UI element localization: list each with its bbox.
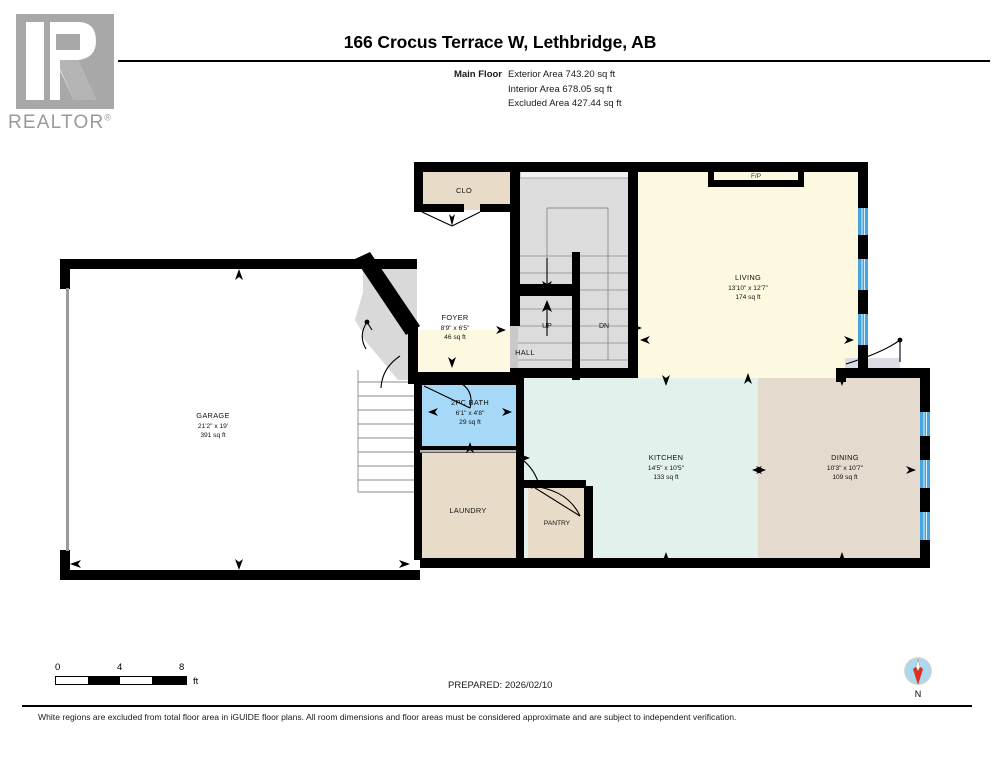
room-area-garage: 391 sq ft — [200, 432, 225, 439]
door-hinges — [364, 319, 903, 489]
room-area-dining: 109 sq ft — [832, 474, 857, 481]
room-garage — [66, 265, 417, 575]
stair-landing-left — [510, 326, 518, 372]
page-title: 166 Crocus Terrace W, Lethbridge, AB — [343, 32, 657, 52]
excluded-area: Excluded Area 427.44 sq ft — [508, 98, 622, 109]
compass-icon — [904, 657, 932, 685]
room-dim-kitchen: 14'5" x 10'5" — [648, 465, 685, 472]
footer-divider — [22, 705, 972, 707]
room-area-living: 174 sq ft — [735, 294, 760, 301]
room-area-foyer: 46 sq ft — [444, 334, 466, 341]
room-labels: GARAGE 21'2" x 19' 391 sq ft FOYER 8'9" … — [196, 173, 863, 527]
room-dim-garage: 21'2" x 19' — [198, 423, 228, 430]
room-foyer — [355, 260, 417, 380]
floor-label: Main Floor — [453, 69, 502, 80]
scale-bar-unit: ft — [193, 676, 199, 687]
room-label-kitchen: KITCHEN — [649, 453, 684, 462]
garage-stairs — [357, 370, 416, 493]
footer-disclaimer: White regions are excluded from total fl… — [38, 712, 737, 722]
floor-plan-drawing: UP DN — [0, 140, 993, 620]
stairs-up-label: UP — [542, 323, 552, 330]
realtor-r-icon — [26, 22, 96, 100]
room-pantry — [528, 484, 592, 560]
room-label-dining: DINING — [831, 453, 859, 462]
room-dim-living: 13'10" x 12'7" — [728, 285, 768, 292]
stairs-down-label: DN — [599, 323, 609, 330]
room-dim-foyer: 8'9" x 6'5" — [441, 325, 470, 332]
header-divider — [118, 60, 990, 62]
room-area-kitchen: 133 sq ft — [653, 474, 678, 481]
stairs-group: UP DN — [518, 168, 636, 380]
room-label-foyer: FOYER — [442, 313, 469, 322]
room-area-bath: 29 sq ft — [459, 419, 481, 426]
room-dining — [758, 378, 930, 560]
fireplace-label: F/P — [751, 173, 761, 180]
realtor-wordmark: REALTOR® — [8, 112, 113, 133]
room-label-bath: 2PC BATH — [451, 398, 489, 407]
room-label-pantry: PANTRY — [544, 520, 571, 527]
room-laundry — [418, 452, 522, 560]
scale-bar-graphic — [55, 676, 187, 685]
room-dim-bath: 6'1" x 4'8" — [456, 410, 485, 417]
room-label-laundry: LAUNDRY — [449, 506, 486, 515]
windows — [858, 208, 930, 540]
scale-tick-8: 8 — [179, 662, 185, 673]
dimension-markers — [70, 269, 916, 570]
prepared-date: PREPARED: 2026/02/10 — [448, 680, 553, 691]
realtor-wordmark-text: REALTOR — [8, 112, 105, 133]
room-label-living: LIVING — [735, 273, 761, 282]
exterior-area: Exterior Area 743.20 sq ft — [508, 69, 616, 80]
room-label-hall: HALL — [515, 348, 535, 357]
scale-bar: 0 4 8 ft — [55, 662, 198, 687]
compass-rose: N — [898, 655, 938, 705]
compass-north-label: N — [914, 689, 922, 699]
scale-tick-4: 4 — [117, 662, 123, 673]
room-label-closet: CLO — [456, 186, 472, 195]
interior-area: Interior Area 678.05 sq ft — [508, 83, 613, 95]
scale-bar-ticks: 0 4 8 — [55, 662, 187, 675]
scale-tick-0: 0 — [55, 662, 61, 673]
door-swings — [361, 211, 901, 517]
area-lines: Exterior Area 743.20 sq ft Interior Area… — [508, 68, 622, 112]
room-label-garage: GARAGE — [196, 411, 229, 420]
room-dim-dining: 10'3" x 10'7" — [827, 465, 864, 472]
realtor-logo: REALTOR® — [8, 14, 118, 134]
room-closet — [418, 168, 514, 210]
